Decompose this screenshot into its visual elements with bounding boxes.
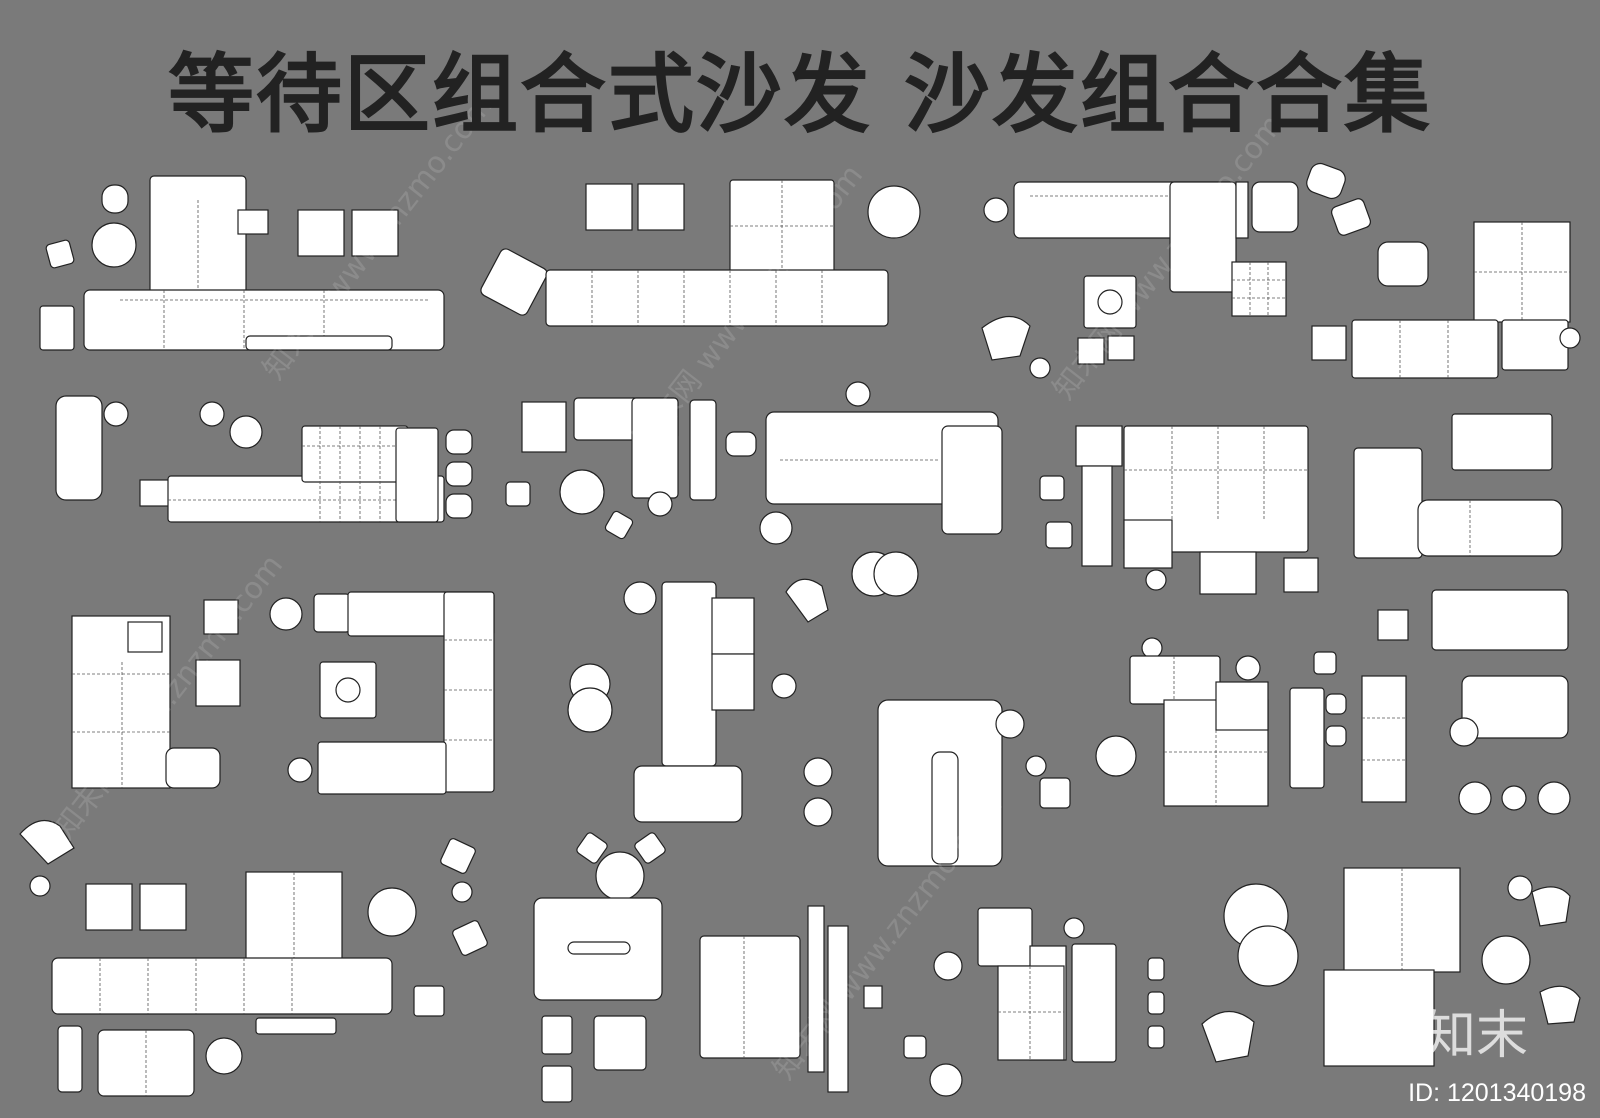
sofa-group-15: [533, 832, 666, 1103]
sofa-group-12: [803, 699, 1071, 867]
sofa-group-9: [71, 593, 351, 789]
sofa-group-8: [1353, 413, 1571, 815]
sofa-group-14: [19, 819, 488, 1097]
sofa-group-18: [1201, 867, 1581, 1067]
sofa-group-3: [981, 162, 1429, 379]
image-id-label: ID: 1201340198: [1408, 1079, 1586, 1107]
brand-logo: 知末: [1423, 1006, 1528, 1066]
sofa-group-11: [567, 551, 919, 823]
sofa-group-13: [1095, 637, 1407, 807]
sofa-group-7: [1039, 425, 1319, 595]
sofa-group-1: [39, 175, 445, 351]
sofa-group-16: [699, 905, 963, 1097]
sofa-group-4: [1311, 221, 1581, 379]
page-title: 等待区组合式沙发 沙发组合合集: [168, 45, 1432, 145]
sofa-group-2: [480, 179, 921, 327]
sofa-group-5: [55, 395, 473, 523]
sofa-group-6: [505, 381, 1003, 545]
sofa-group-10: [317, 591, 495, 795]
sofa-group-17: [977, 907, 1165, 1063]
